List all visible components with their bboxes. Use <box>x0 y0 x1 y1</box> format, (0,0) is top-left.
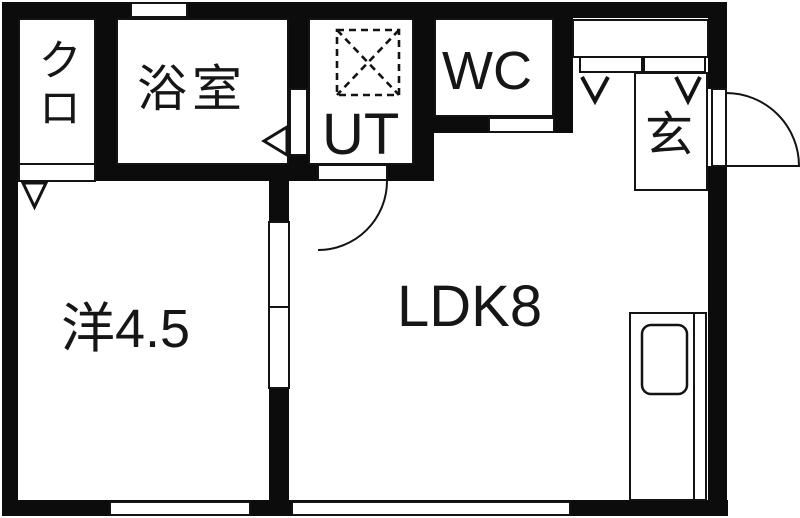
down-arrow-icon <box>580 76 610 106</box>
entry-door-swing-arc <box>725 92 800 167</box>
wall-top <box>2 2 727 18</box>
wall-room-divider-lower <box>269 388 289 500</box>
sliding-door-panel-1 <box>268 221 290 308</box>
hall-door-swing-arc <box>317 180 388 251</box>
wall-horizontal-right <box>387 164 434 181</box>
utility-label: UT <box>322 102 400 167</box>
wall-room-divider-upper <box>269 181 289 223</box>
closet-label: クロ <box>31 37 80 133</box>
toilet-label: WC <box>442 41 532 101</box>
wall-right-upper <box>708 2 727 89</box>
wall-utility-toilet <box>414 18 434 181</box>
closet-door-arrow-icon <box>20 181 49 211</box>
entrance-area-outline <box>634 72 708 191</box>
shoe-cabinet-door-left <box>579 56 643 73</box>
bathroom-label: 浴室 <box>137 61 247 117</box>
fixtures <box>335 19 709 501</box>
washing-machine-pan-diagonal-1 <box>336 29 400 96</box>
toilet-sliding-door <box>488 117 555 133</box>
bathroom-door-opening <box>289 88 308 156</box>
wall-right-lower <box>708 166 727 500</box>
wall-bathroom-utility-upper <box>289 18 308 89</box>
bathroom-room <box>116 18 289 165</box>
wall-toilet-bottom-left <box>434 117 489 133</box>
washing-machine-pan-icon <box>335 28 401 97</box>
closet-room <box>18 18 96 165</box>
bathroom-door-arrow-icon <box>261 124 289 158</box>
sliding-door-panel-2 <box>268 306 290 389</box>
wall-closet-bathroom <box>96 18 116 164</box>
window-bottom-left <box>109 501 251 516</box>
doors <box>20 88 800 251</box>
walls <box>2 2 728 516</box>
wall-left <box>2 18 18 516</box>
down-arrow-icon <box>674 76 702 106</box>
entrance-label: 玄 <box>645 109 694 162</box>
washing-machine-pan-diagonal-2 <box>336 29 400 96</box>
ldk-label: LDK8 <box>397 274 543 339</box>
wall-toilet-right <box>554 18 573 117</box>
shoe-cabinet <box>572 19 709 58</box>
wall-toilet-bottom-right <box>554 117 573 133</box>
closet-opening <box>18 163 96 182</box>
toilet-room <box>434 18 554 117</box>
washing-machine-pan-outline <box>335 28 401 97</box>
window-bottom-right <box>291 501 571 516</box>
entry-door-leaf <box>711 88 727 167</box>
wall-horizontal-main <box>96 164 318 181</box>
window-top <box>130 2 188 18</box>
western-room-label: 洋4.5 <box>61 299 191 359</box>
openings <box>18 2 571 516</box>
shoe-cabinet-door-right <box>643 56 706 73</box>
hall-door-leaf <box>317 164 388 181</box>
kitchen-sink <box>640 323 689 396</box>
